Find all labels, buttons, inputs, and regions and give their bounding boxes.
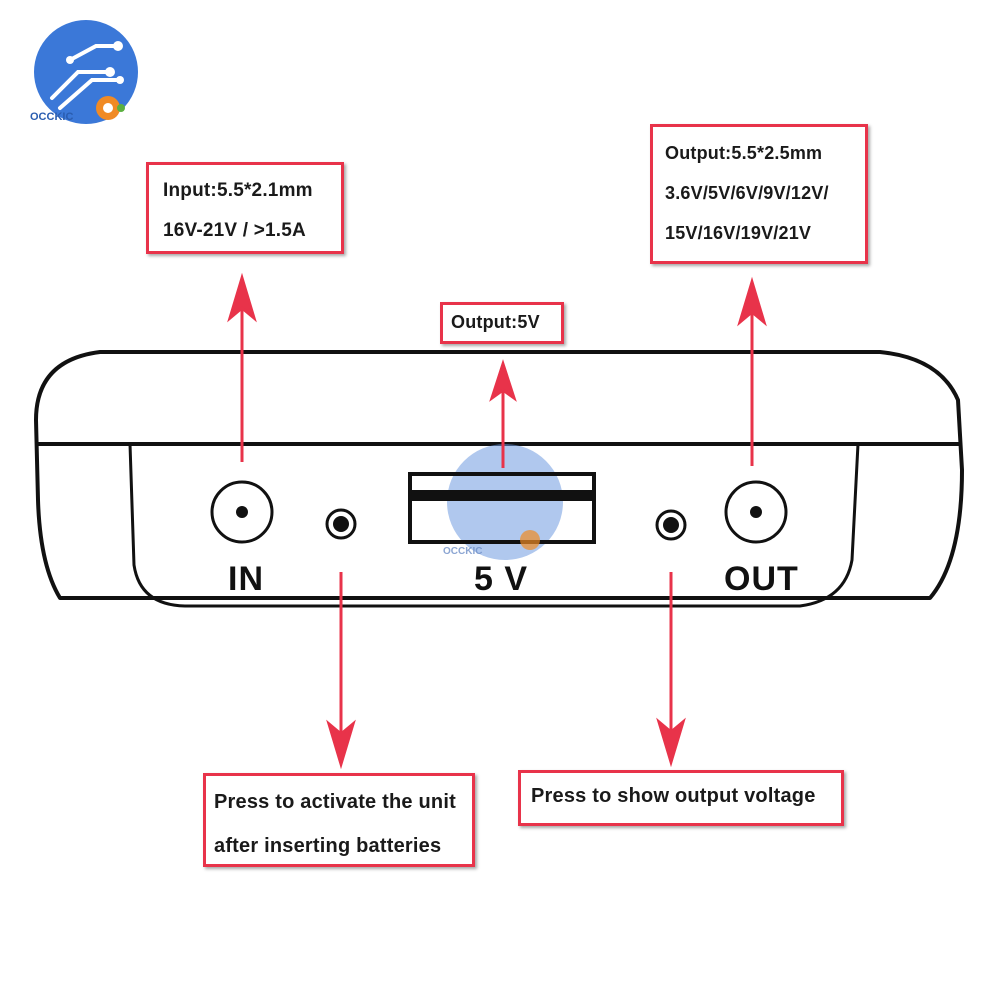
usb-output-text: Output:5V bbox=[451, 312, 540, 332]
voltage-button bbox=[655, 509, 687, 541]
usb-port-label: 5 V bbox=[474, 560, 529, 598]
input-spec-line: Input:5.5*2.1mm bbox=[163, 180, 313, 201]
show-voltage-text: Press to show output voltage bbox=[531, 785, 816, 807]
brand-name: OCCKIC bbox=[30, 111, 74, 123]
dc-output-line: 15V/16V/19V/21V bbox=[665, 223, 812, 243]
activate-callout: Press to activate the unit after inserti… bbox=[203, 773, 475, 867]
in-jack bbox=[210, 480, 274, 544]
brand-logo bbox=[34, 20, 138, 124]
arrows bbox=[227, 272, 767, 770]
activate-button bbox=[325, 508, 357, 540]
input-spec-callout: Input:5.5*2.1mm 16V-21V / >1.5A bbox=[146, 162, 344, 254]
gear-icon bbox=[520, 530, 540, 550]
out-jack bbox=[724, 480, 788, 544]
usb-port-icon bbox=[408, 472, 596, 544]
input-spec-line: 16V-21V / >1.5A bbox=[163, 220, 306, 241]
watermark-text: OCCKIC bbox=[443, 546, 483, 557]
activate-line: after inserting batteries bbox=[214, 835, 442, 857]
activate-line: Press to activate the unit bbox=[214, 791, 456, 813]
gear-icon bbox=[96, 96, 125, 120]
dc-output-line: 3.6V/5V/6V/9V/12V/ bbox=[665, 183, 829, 203]
usb-output-callout: Output:5V bbox=[440, 302, 564, 344]
arrow-icon bbox=[737, 276, 767, 466]
in-port-label: IN bbox=[228, 560, 264, 598]
usb-port bbox=[408, 444, 596, 560]
out-port-label: OUT bbox=[724, 560, 799, 598]
arrow-icon bbox=[489, 359, 517, 468]
show-voltage-callout: Press to show output voltage bbox=[518, 770, 844, 826]
dc-output-line: Output:5.5*2.5mm bbox=[665, 143, 823, 163]
arrow-icon bbox=[656, 572, 686, 768]
arrow-icon bbox=[227, 272, 257, 462]
dc-output-callout: Output:5.5*2.5mm 3.6V/5V/6V/9V/12V/ 15V/… bbox=[650, 124, 868, 264]
arrow-icon bbox=[326, 572, 356, 770]
